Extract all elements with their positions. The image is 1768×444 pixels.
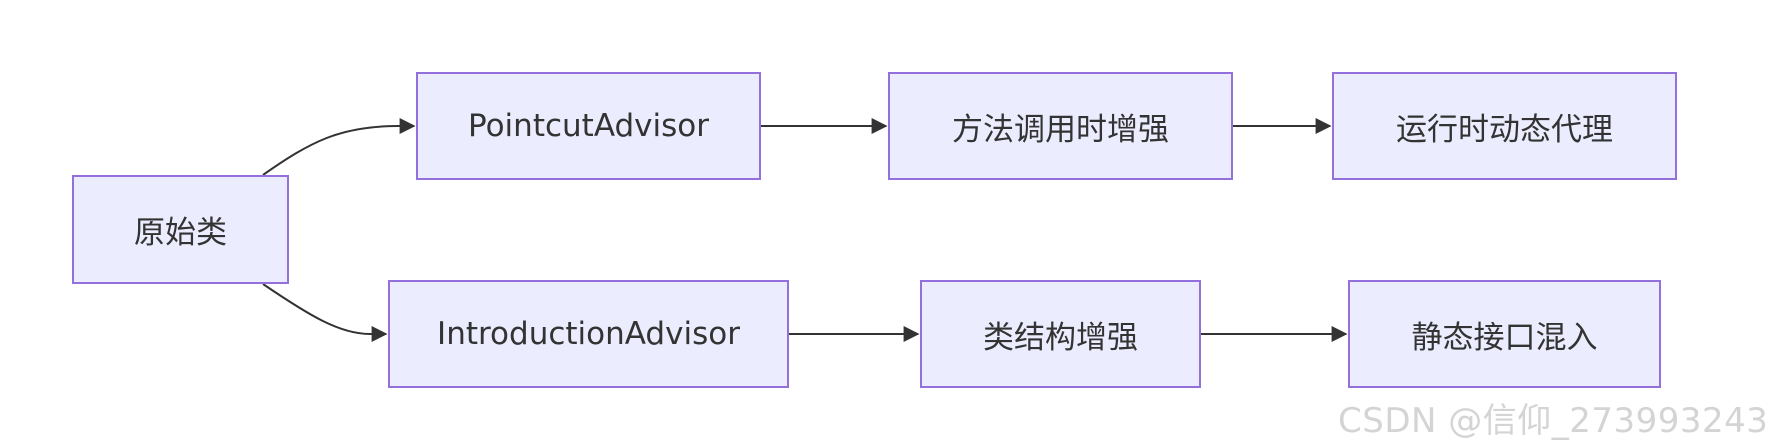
node-introduction-advisor: IntroductionAdvisor [388, 280, 789, 388]
node-pointcut-advisor-label: PointcutAdvisor [468, 108, 709, 144]
node-method-call-enhance-label: 方法调用时增强 [952, 111, 1169, 148]
node-runtime-dynamic-proxy-label: 运行时动态代理 [1396, 111, 1613, 148]
node-method-call-enhance: 方法调用时增强 [888, 72, 1233, 180]
watermark: CSDN @信仰_273993243 [1338, 401, 1768, 441]
node-runtime-dynamic-proxy: 运行时动态代理 [1332, 72, 1677, 180]
node-pointcut-advisor: PointcutAdvisor [416, 72, 761, 180]
edges-layer [262, 118, 1348, 342]
node-static-interface-mixin: 静态接口混入 [1348, 280, 1661, 388]
node-introduction-advisor-label: IntroductionAdvisor [437, 316, 740, 352]
edge-source-to-introduction [262, 283, 388, 342]
node-class-structure-enhance: 类结构增强 [920, 280, 1201, 388]
node-source-class-label: 原始类 [134, 215, 227, 251]
flowchart-canvas: 原始类 PointcutAdvisor 方法调用时增强 运行时动态代理 Intr… [72, 72, 1768, 441]
node-static-interface-mixin-label: 静态接口混入 [1411, 319, 1598, 356]
edge-source-to-pointcut [262, 118, 416, 176]
node-class-structure-enhance-label: 类结构增强 [983, 319, 1138, 356]
node-source-class: 原始类 [72, 175, 289, 284]
